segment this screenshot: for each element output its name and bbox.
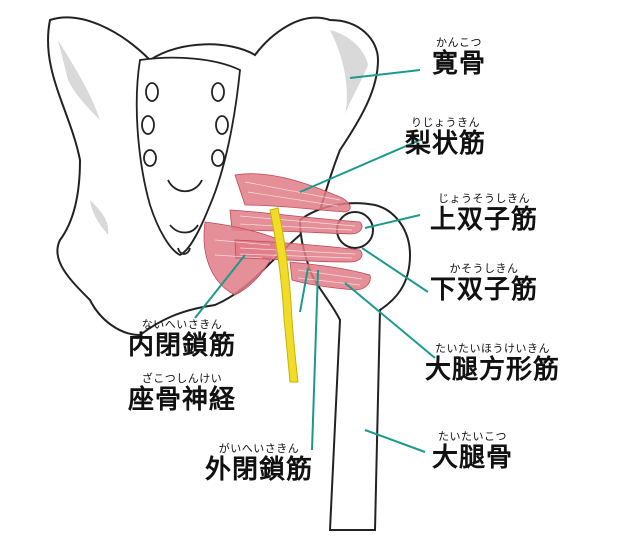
- piriformis-label: 梨状筋: [405, 129, 487, 159]
- label-femur: たいたいこつ 大腿骨: [432, 430, 513, 473]
- label-inferior-gemellus: かそうしきん 下双子筋: [430, 262, 538, 305]
- leader-superior-gemellus: [364, 214, 421, 229]
- label-sciatic-nerve: ざこつしんけい 座骨神経: [128, 372, 236, 415]
- quadratus-femoris-muscle: [289, 261, 371, 291]
- superior-gemellus-label: 上双子筋: [430, 205, 539, 235]
- muscle-fibers: [214, 181, 363, 286]
- leader-piriformis: [299, 139, 421, 193]
- sciatic-nerve-ruby: ざこつしんけい: [141, 372, 223, 385]
- piriformis-ruby: りじょうきん: [411, 116, 480, 129]
- sciatic-nerve-label: 座骨神経: [128, 385, 237, 415]
- obturator-internus-label: 内閉鎖筋: [128, 331, 237, 361]
- femur-ruby: たいたいこつ: [438, 430, 507, 443]
- obturator-externus-ruby: がいへいさきん: [218, 442, 300, 455]
- femur-label: 大腿骨: [432, 443, 514, 473]
- label-obturator-internus: ないへいさきん 内閉鎖筋: [128, 318, 236, 361]
- sciatic-nerve-line: [269, 207, 299, 383]
- leader-sciatic-nerve: [299, 267, 309, 313]
- leader-obturator-internus: [194, 254, 246, 319]
- inferior-gemellus-ruby: かそうしきん: [449, 262, 519, 275]
- ilium-ruby: かんこつ: [436, 36, 482, 49]
- label-superior-gemellus: じょうそうしきん 上双子筋: [430, 192, 538, 235]
- leader-femur: [364, 429, 426, 453]
- inferior-gemellus-label: 下双子筋: [430, 275, 539, 305]
- quadratus-femoris-label: 大腿方形筋: [425, 355, 561, 385]
- sacrum: [135, 56, 241, 257]
- quadratus-femoris-ruby: たいたいほうけいきん: [435, 342, 550, 355]
- label-piriformis: りじょうきん 梨状筋: [405, 116, 486, 159]
- leader-ilium: [349, 69, 421, 79]
- label-quadratus-femoris: たいたいほうけいきん 大腿方形筋: [425, 342, 560, 385]
- leader-lines: [194, 69, 436, 453]
- bone-shading: [58, 30, 368, 235]
- obturator-internus-ruby: ないへいさきん: [141, 318, 223, 331]
- leader-obturator-externus: [311, 269, 319, 451]
- obturator-externus-label: 外閉鎖筋: [205, 455, 314, 485]
- superior-gemellus-muscle: [229, 209, 363, 235]
- superior-gemellus-ruby: じょうそうしきん: [438, 192, 530, 205]
- leader-quadratus-femoris: [344, 282, 436, 359]
- ilium-label: 寛骨: [432, 49, 487, 79]
- leader-inferior-gemellus: [361, 247, 429, 293]
- piriformis-muscle: [234, 173, 351, 213]
- label-ilium: かんこつ 寛骨: [432, 36, 486, 79]
- label-obturator-externus: がいへいさきん 外閉鎖筋: [205, 442, 313, 485]
